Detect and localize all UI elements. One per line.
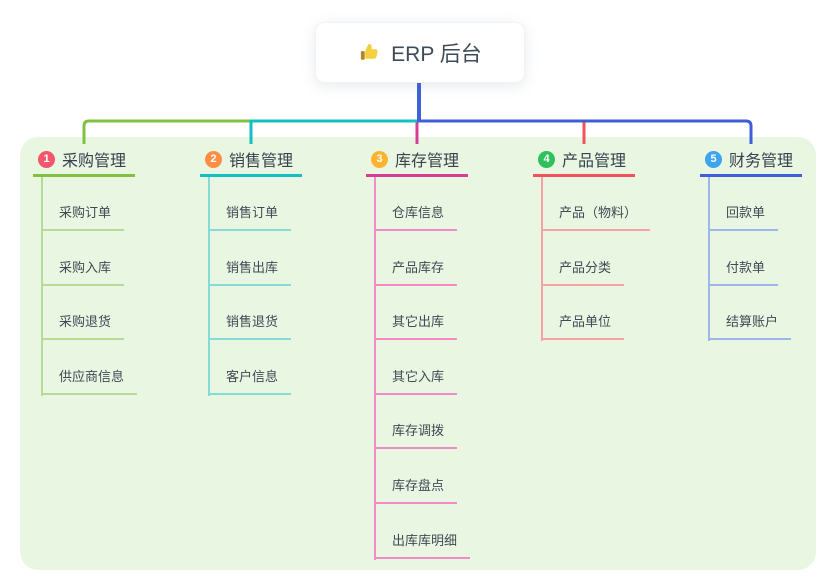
branch-node[interactable]: 5 财务管理 [700,144,802,177]
branch-node[interactable]: 4 产品管理 [533,144,635,177]
child-node[interactable]: 其它入库 [374,369,458,395]
child-node[interactable]: 销售订单 [208,205,292,231]
branch-label: 库存管理 [395,153,460,170]
child-node[interactable]: 产品分类 [541,260,625,286]
child-node[interactable]: 采购订单 [41,205,125,231]
child-node[interactable]: 结算账户 [708,314,792,341]
branch-node[interactable]: 3 库存管理 [366,144,468,177]
mindmap-panel [20,137,816,570]
branch-label: 采购管理 [62,153,127,170]
branch-children-connector [708,177,710,342]
branch-children-connector [541,177,543,342]
branch-label: 产品管理 [562,153,627,170]
child-node[interactable]: 销售退货 [208,314,292,341]
branch-index-badge: 3 [371,150,388,168]
child-node[interactable]: 产品单位 [541,314,625,341]
branch-children-connector [374,177,376,560]
branch-label: 销售管理 [229,153,294,170]
thumbs-up-icon [358,41,381,64]
child-node[interactable]: 供应商信息 [41,369,138,395]
branch-children-connector [208,177,210,396]
branch-node[interactable]: 1 采购管理 [33,144,135,177]
child-node[interactable]: 客户信息 [208,369,292,395]
child-node[interactable]: 库存盘点 [374,478,458,504]
child-node[interactable]: 库存调拨 [374,423,458,450]
child-node[interactable]: 产品库存 [374,260,458,286]
branch-children-connector [41,177,43,396]
child-node[interactable]: 产品（物料） [541,205,651,231]
root-title: ERP 后台 [391,42,482,66]
child-node[interactable]: 其它出库 [374,314,458,341]
branch-index-badge: 1 [38,150,55,168]
child-node[interactable]: 销售出库 [208,260,292,286]
root-node[interactable]: ERP 后台 [315,22,525,83]
child-node[interactable]: 采购退货 [41,314,125,341]
child-node[interactable]: 回款单 [708,205,779,231]
branch-index-badge: 4 [538,150,555,168]
branch-label: 财务管理 [729,153,794,170]
branch-node[interactable]: 2 销售管理 [200,144,302,177]
child-node[interactable]: 出库库明细 [374,533,471,559]
child-node[interactable]: 仓库信息 [374,205,458,231]
branch-index-badge: 5 [705,150,722,168]
child-node[interactable]: 采购入库 [41,260,125,286]
branch-index-badge: 2 [205,150,222,168]
child-node[interactable]: 付款单 [708,260,779,286]
